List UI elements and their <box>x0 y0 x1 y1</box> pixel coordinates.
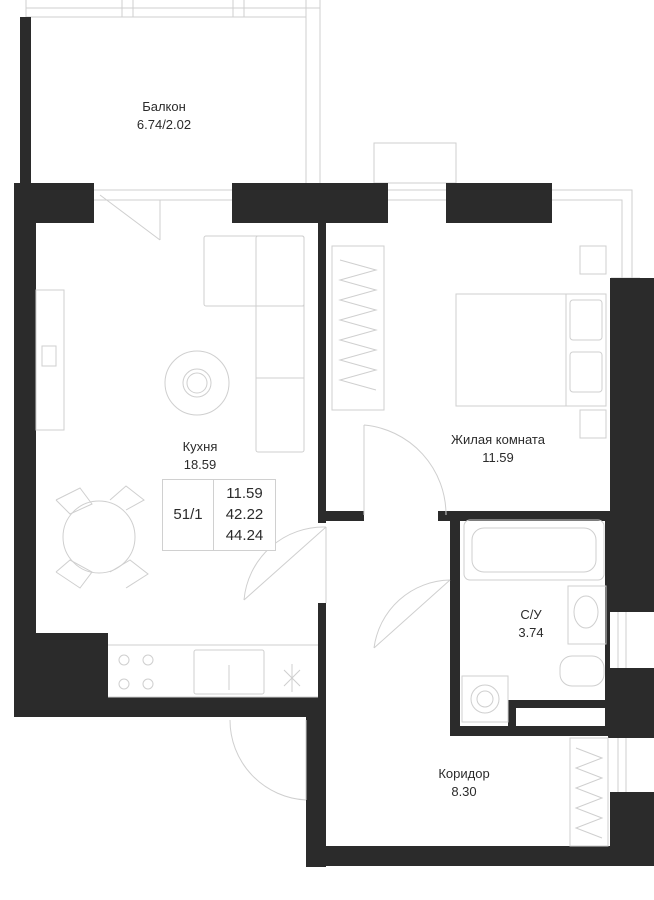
apartment-box-divider <box>213 480 214 550</box>
room-label-bathroom: С/У 3.74 <box>496 606 566 642</box>
room-label-kitchen: Кухня 18.59 <box>140 438 260 474</box>
room-label-living: Жилая комната 11.59 <box>428 431 568 467</box>
living-furniture <box>331 245 607 439</box>
room-name: Балкон <box>142 99 186 114</box>
room-label-corridor: Коридор 8.30 <box>404 765 524 801</box>
room-area: 11.59 <box>482 450 514 465</box>
room-name: Кухня <box>182 439 218 454</box>
room-area: 18.59 <box>183 457 217 472</box>
balcony-outline <box>25 0 321 183</box>
room-area: 8.30 <box>451 784 477 799</box>
living-area-value: 11.59 <box>226 485 263 502</box>
doors <box>229 424 451 801</box>
room-area: 6.74/2.02 <box>136 117 192 132</box>
walls <box>14 17 654 867</box>
apartment-info-box: 51/1 11.59 42.22 44.24 <box>162 479 276 551</box>
corridor-wardrobe <box>569 737 609 847</box>
bathroom-fixtures <box>461 519 607 723</box>
room-name: Жилая комната <box>451 432 545 447</box>
apartment-number: 51/1 <box>173 506 203 523</box>
total-area-value: 42.22 <box>225 506 264 523</box>
room-area: 3.74 <box>518 625 544 640</box>
kitchen-furniture <box>35 235 318 698</box>
room-name: Коридор <box>438 766 490 781</box>
room-name: С/У <box>520 607 542 622</box>
room-label-balcony: Балкон 6.74/2.02 <box>104 98 224 134</box>
apartment-areas: 11.59 42.22 44.24 <box>214 483 275 546</box>
total-area-with-balcony-value: 44.24 <box>225 527 264 544</box>
windows <box>94 142 640 792</box>
